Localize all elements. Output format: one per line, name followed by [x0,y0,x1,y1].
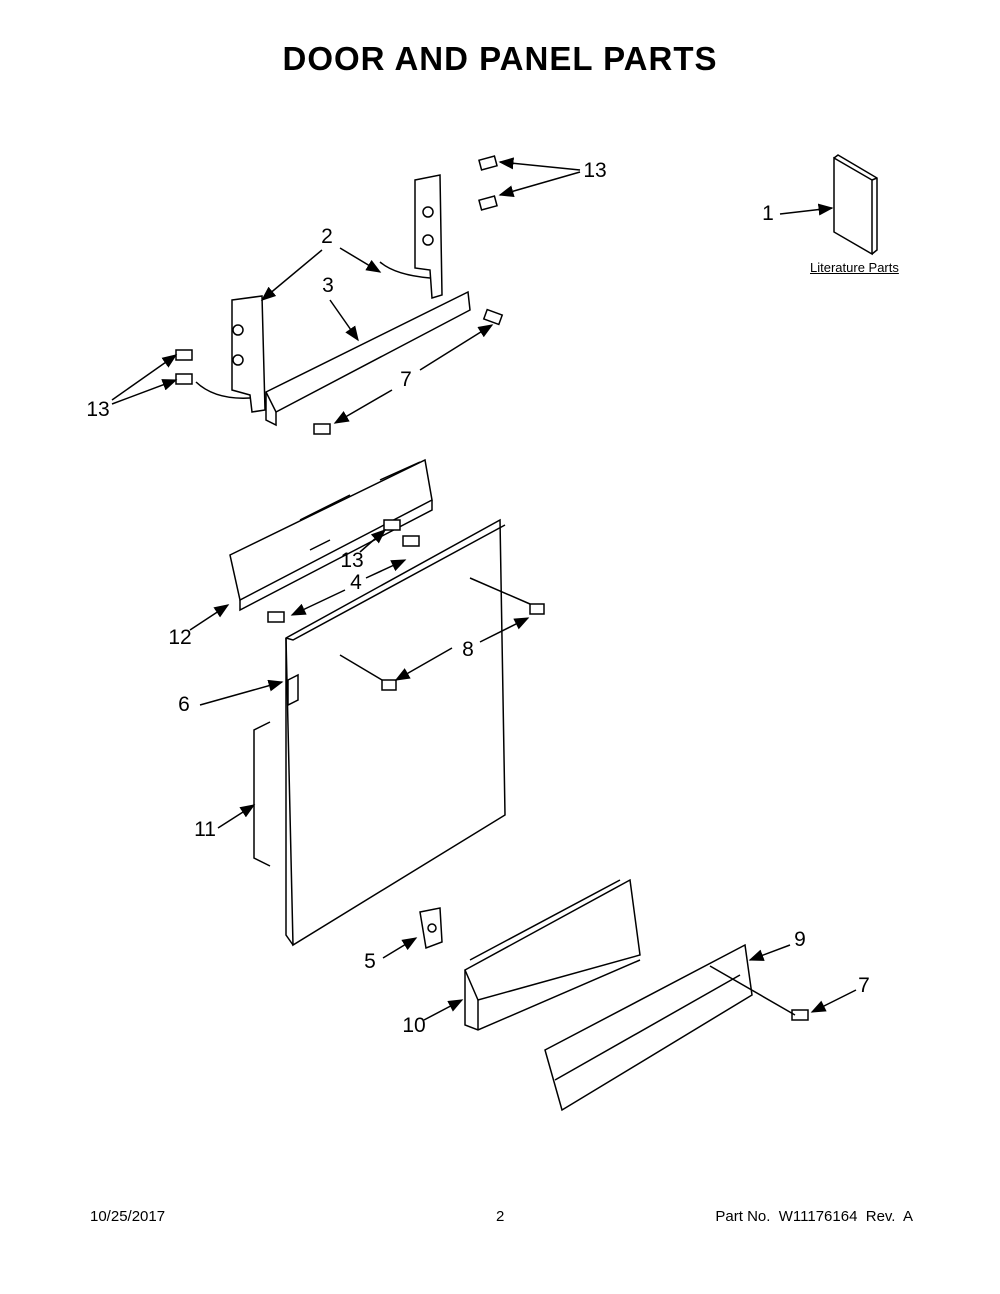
callout-13: 13 [86,398,110,421]
literature-book-icon [833,154,878,256]
callout-1: 1 [762,202,774,225]
callout-12: 12 [168,626,192,649]
left-hinge-bracket [195,295,266,413]
footer-part-number: Part No. W11176164 Rev. A [715,1208,913,1225]
toe-bracket [544,943,753,1112]
door-panel [285,518,506,947]
callout-3: 3 [322,274,334,297]
callout-9: 9 [794,928,806,951]
literature-parts-label: Literature Parts [810,260,899,275]
side-gasket [253,721,271,867]
callout-2: 2 [321,225,333,248]
callout-4: 4 [350,571,362,594]
top-rail [264,290,471,427]
leader-lines [111,157,857,1021]
callout-7: 7 [400,368,412,391]
callout-6: 6 [178,693,190,716]
callout-8: 8 [462,638,474,661]
toe-panel [464,878,641,1031]
footer-date: 10/25/2017 [90,1208,166,1225]
control-console [229,458,433,612]
callout-13: 13 [340,549,364,572]
callout-11: 11 [194,818,216,841]
callout-5: 5 [364,950,376,973]
page-title: DOOR AND PANEL PARTS [282,40,718,77]
right-hinge-bracket [379,174,443,299]
door-clip [419,907,443,950]
callout-10: 10 [402,1014,426,1037]
callout-7: 7 [858,974,870,997]
footer-page-number: 2 [496,1208,505,1225]
screws [175,155,809,1021]
callout-13: 13 [583,159,607,182]
